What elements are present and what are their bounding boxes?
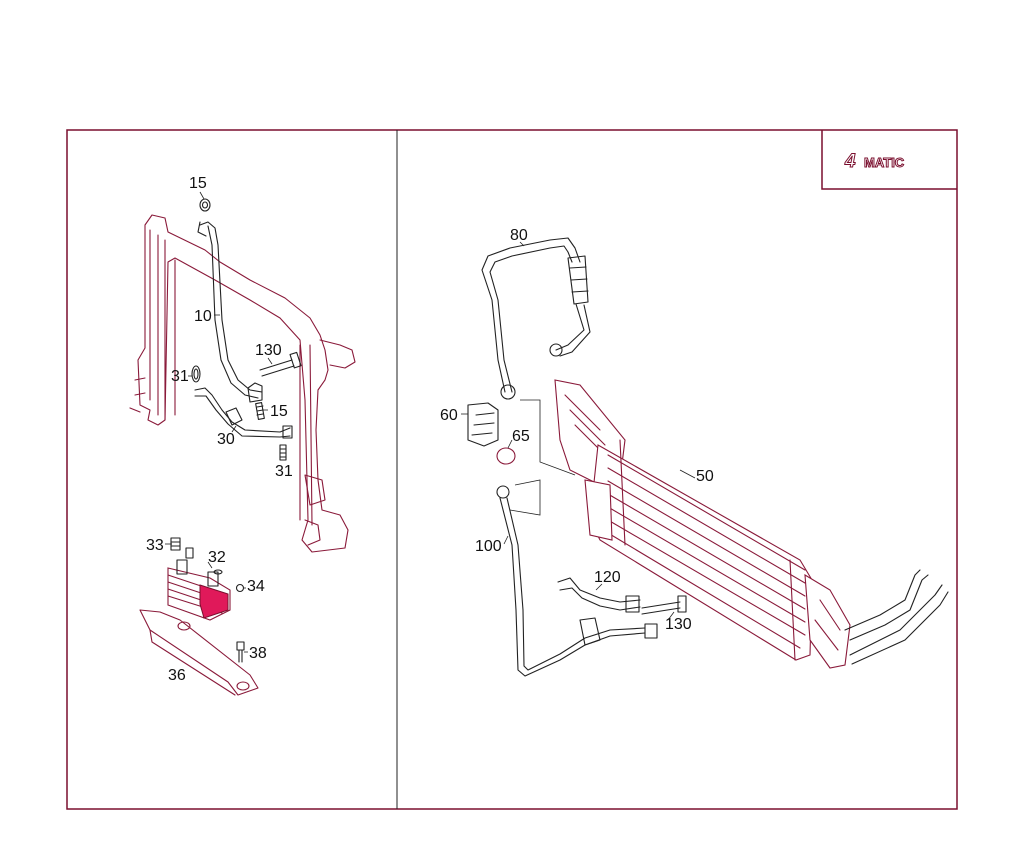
part-32-oil-cooler xyxy=(167,559,231,621)
part-10-hose xyxy=(197,221,263,403)
callout-65: 65 xyxy=(512,428,530,445)
part-30-pipe xyxy=(194,387,293,439)
callout-50: 50 xyxy=(696,468,714,485)
part-34-nut xyxy=(235,583,245,593)
part-130-bolt-right xyxy=(641,595,687,615)
badge-word: MATIC xyxy=(864,155,905,170)
part-120-pipe xyxy=(557,577,641,613)
callout-33: 33 xyxy=(146,537,164,554)
part-80-hose xyxy=(481,237,591,400)
part-130-bolt-left xyxy=(259,351,302,377)
callout-31-left: 31 xyxy=(171,368,189,385)
part-31-spring-lower xyxy=(279,444,287,461)
callout-130-right: 130 xyxy=(665,616,692,633)
part-65-oring xyxy=(496,447,516,465)
callout-34: 34 xyxy=(247,578,265,595)
part-100-hose xyxy=(496,485,658,677)
callout-38: 38 xyxy=(249,645,267,662)
callout-120: 120 xyxy=(594,569,621,586)
callout-36: 36 xyxy=(168,667,186,684)
callout-60: 60 xyxy=(440,407,458,424)
part-31-oring-left xyxy=(191,365,201,383)
part-33-fitting xyxy=(170,537,194,559)
part-15-spring xyxy=(255,402,265,420)
guide-line xyxy=(509,399,576,516)
callout-10: 10 xyxy=(194,308,212,325)
part-60-clip xyxy=(467,402,499,447)
callout-80: 80 xyxy=(510,227,528,244)
cooler-highlight xyxy=(199,584,229,619)
radiator-outline xyxy=(129,214,356,553)
leader-lines xyxy=(165,191,696,653)
callout-100: 100 xyxy=(475,538,502,555)
callout-15-top: 15 xyxy=(189,175,207,192)
part-38-screw xyxy=(236,641,245,663)
callout-31-lower: 31 xyxy=(275,463,293,480)
callout-130-left: 130 xyxy=(255,342,282,359)
outlet-pipes xyxy=(844,569,949,665)
badge-digit: 4 xyxy=(844,151,856,172)
callout-30: 30 xyxy=(217,431,235,448)
part-15-nut-top xyxy=(199,198,211,212)
callout-15-spring: 15 xyxy=(270,403,288,420)
part-36-bracket xyxy=(139,609,259,696)
part-50-cooler xyxy=(554,379,851,669)
callout-32: 32 xyxy=(208,549,226,566)
4matic-badge: 4 MATIC xyxy=(821,130,957,190)
diagram-frame xyxy=(66,129,958,810)
